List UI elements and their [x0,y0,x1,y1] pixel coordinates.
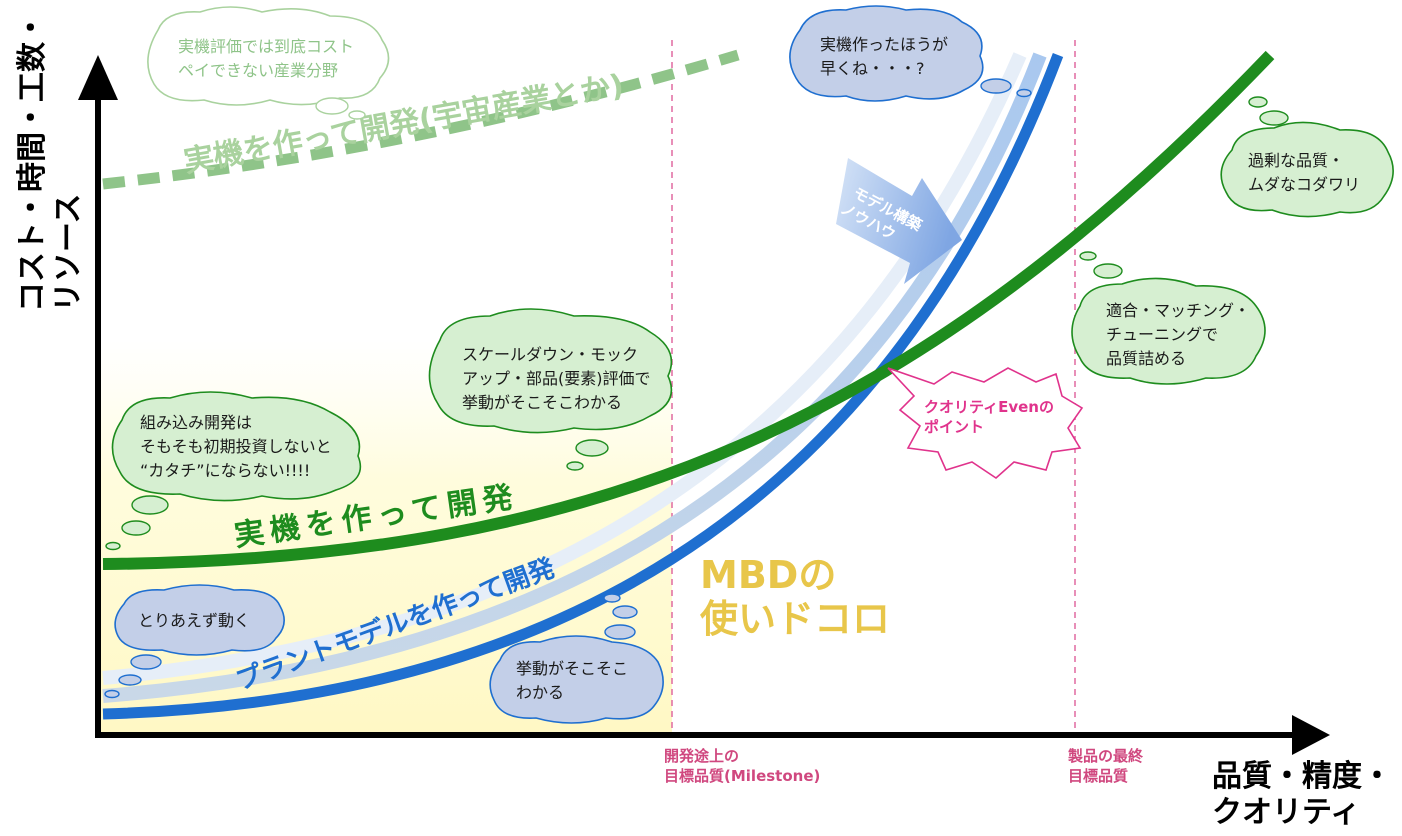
mbd-label-line-2: 使いドコロ [700,597,890,641]
mbd-label-line-1: MBDの [700,553,836,597]
x-axis-label-line-1: 品質・精度・ [1212,759,1392,794]
bubble-behavior-line-1: 挙動がそこそこ [516,659,628,678]
bubble-overquality-line-2: ムダなコダワリ [1248,175,1360,194]
bubble-space-line-2: ペイできない産業分野 [178,61,338,80]
bubble-move-line-1: とりあえず動く [138,611,250,630]
bubble-overquality: 過剰な品質・ ムダなコダワリ [1220,96,1394,218]
milestone-final-label-line-1: 製品の最終 [1067,747,1144,765]
bubble-model-fast: 実機作ったほうが 早くね・・・? [789,5,1032,102]
quality-even-label-line-2: ポイント [924,418,984,436]
bubble-behavior-line-2: わかる [516,683,564,702]
bubble-tuning-line-3: 品質詰める [1106,349,1186,368]
x-axis-arrowhead [1292,715,1330,755]
curve-real-space [102,49,740,190]
bubble-overquality-line-1: 過剰な品質・ [1248,151,1344,170]
bubble-scaledown-line-3: 挙動がそこそこわかる [462,393,622,412]
bubble-scaledown: スケールダウン・モック アップ・部品(要素)評価で 挙動がそこそこわかる [428,308,673,471]
curve-real [102,50,1275,570]
bubble-tuning-line-2: チューニングで [1106,325,1218,344]
quality-even-label-line-1: クオリティEvenの [924,398,1054,416]
bubble-space: 実機評価では到底コスト ペイできない産業分野 [147,6,390,120]
bubble-scaledown-line-1: スケールダウン・モック [462,345,638,364]
bubble-scaledown-line-2: アップ・部品(要素)評価で [462,369,651,388]
bubble-model-fast-line-1: 実機作ったほうが [820,35,948,54]
bubble-embedded-line-1: 組み込み開発は [140,413,252,432]
bubble-tuning-line-1: 適合・マッチング・ [1106,301,1250,320]
bubble-embedded: 組み込み開発は そもそも初期投資しないと “カタチ”にならない!!!! [105,391,362,551]
y-axis-arrowhead [78,55,118,100]
bubble-move: とりあえず動く [104,584,285,699]
milestone-mid-label-line-2: 目標品質(Milestone) [664,767,820,785]
curve-plant [102,53,1064,720]
bubble-space-line-1: 実機評価では到底コスト [178,37,354,56]
y-axis-label-line-2: リソース [51,194,86,313]
curve-plant-ghost-inner [102,52,1047,703]
bubble-embedded-line-3: “カタチ”にならない!!!! [140,461,310,480]
x-axis-label-line-2: クオリティ [1212,795,1360,830]
milestone-final-label-line-2: 目標品質 [1068,767,1128,785]
bubble-behavior: 挙動がそこそこ わかる [489,593,664,724]
y-axis-label-line-1: コスト・時間・工数・ [15,12,50,312]
know-how-arrow [836,158,962,284]
milestone-mid-label-line-1: 開発途上の [664,747,739,765]
bubble-embedded-line-2: そもそも初期投資しないと [140,437,332,456]
bubble-tuning: 適合・マッチング・ チューニングで 品質詰める [1071,251,1266,385]
quality-even-starburst [887,367,1084,480]
bubble-model-fast-line-2: 早くね・・・? [820,59,925,78]
